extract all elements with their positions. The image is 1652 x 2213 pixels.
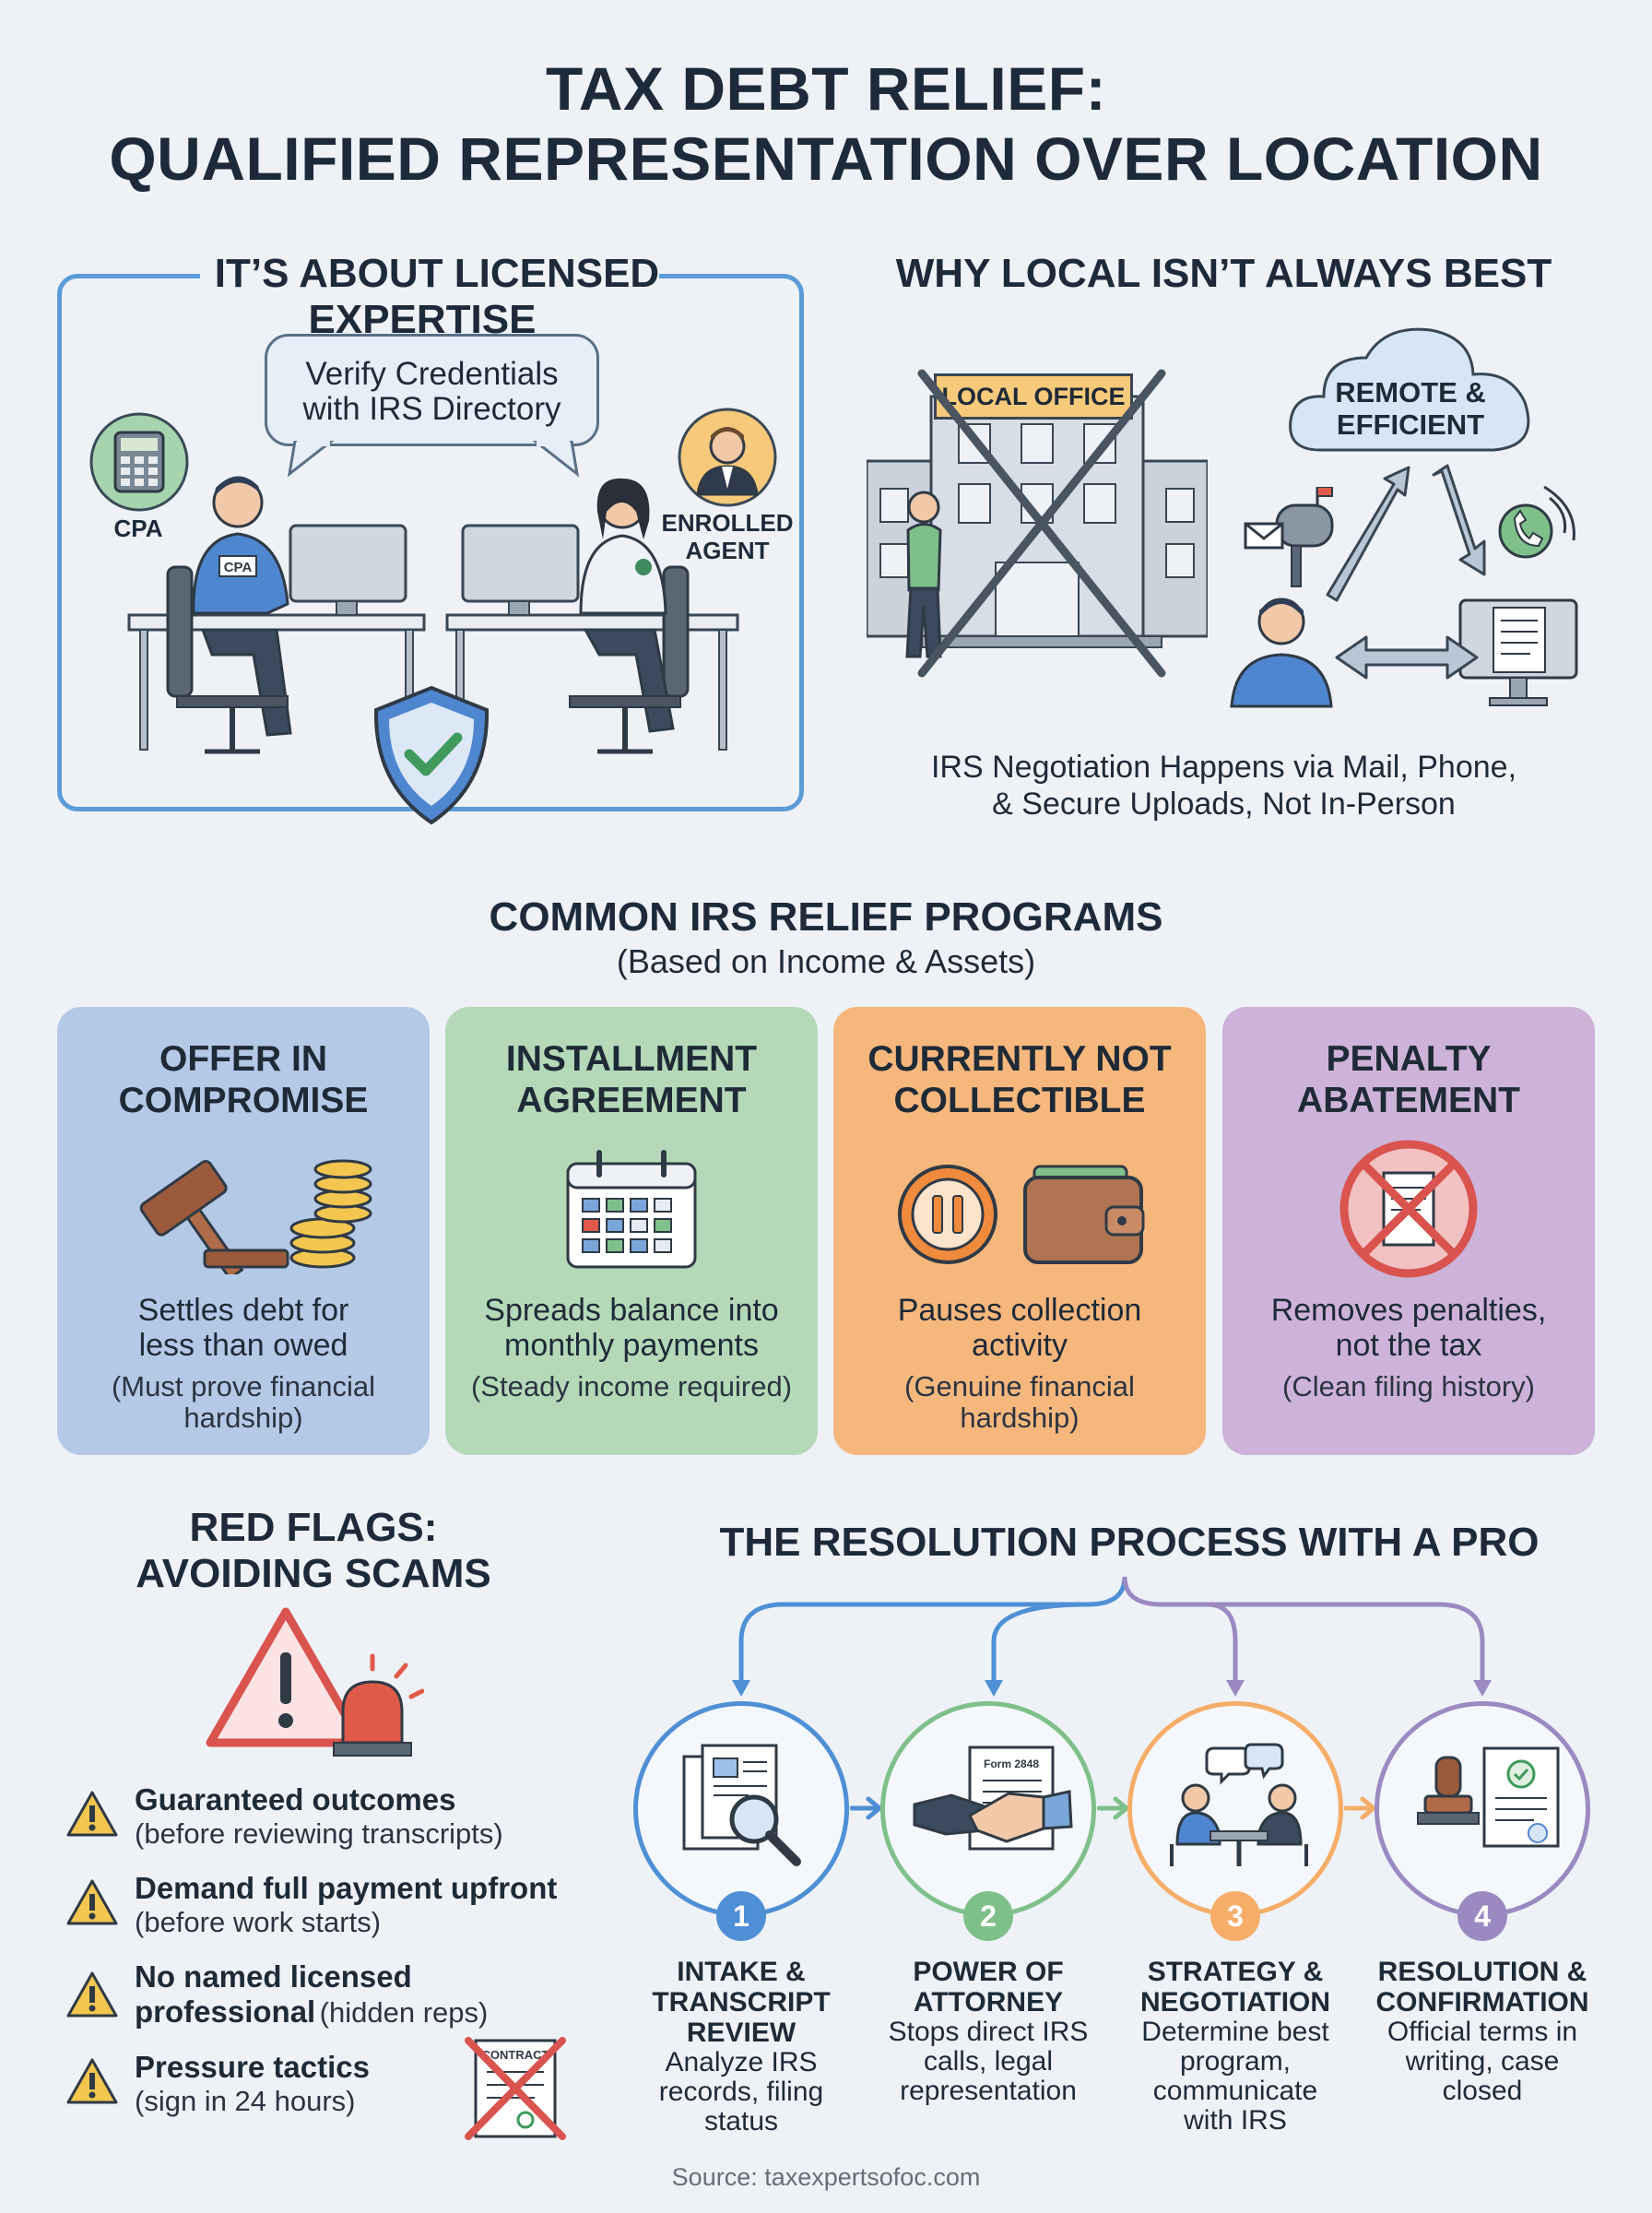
title-line-2: QUALIFIED REPRESENTATION OVER LOCATION (109, 124, 1543, 193)
source-credit: Source: taxexpertsofoc.com (671, 2163, 981, 2191)
cross-out-icon (917, 369, 1166, 678)
step-2-text: POWER OF ATTORNEY Stops direct IRS calls… (888, 1957, 1089, 2106)
local-caption: IRS Negotiation Happens via Mail, Phone,… (930, 750, 1517, 822)
programs-subheading: (Based on Income & Assets) (616, 942, 1036, 980)
computer-upload-icon (1458, 598, 1578, 706)
person-icon (1230, 598, 1333, 708)
programs-heading: COMMON IRS RELIEF PROGRAMS (489, 894, 1163, 940)
exchange-arrows (1326, 464, 1486, 680)
document-search-icon (682, 1744, 801, 1866)
agent-avatar-icon (678, 408, 777, 507)
step-3-circle (1127, 1701, 1343, 1917)
red-flag-item-2: Demand full payment upfront (before work… (135, 1871, 558, 1938)
phone-icon (1498, 485, 1575, 559)
step-4-circle (1375, 1701, 1590, 1917)
step-4-number: 4 (1457, 1891, 1507, 1941)
warning-icon (66, 1791, 118, 1837)
step-arrow (850, 1796, 883, 1820)
verify-credentials-bubble: Verify Credentials with IRS Directory (265, 334, 599, 446)
red-flag-item-4: Pressure tactics (sign in 24 hours) (135, 2050, 370, 2117)
title-line-1: TAX DEBT RELIEF: (545, 54, 1107, 123)
local-heading: WHY LOCAL ISN’T ALWAYS BEST (895, 251, 1552, 296)
warning-icon (66, 1879, 118, 1925)
step-3-number: 3 (1210, 1891, 1260, 1941)
calculator-icon (89, 412, 189, 512)
stamp-document-icon (1417, 1746, 1560, 1848)
shield-check-icon (373, 685, 490, 825)
process-heading: THE RESOLUTION PROCESS WITH A PRO (719, 1520, 1540, 1565)
gavel-coins-icon (139, 1159, 372, 1274)
step-1-text: INTAKE & TRANSCRIPT REVIEW Analyze IRS r… (652, 1957, 831, 2136)
cloud-icon (1289, 327, 1530, 452)
step-2-number: 2 (963, 1891, 1013, 1941)
mailbox-icon (1244, 487, 1334, 587)
contract-label: CONTRACT (482, 2048, 549, 2062)
warning-icon (66, 1971, 118, 2018)
local-office-sign: LOCAL OFFICE (934, 373, 1133, 420)
step-arrow (1097, 1796, 1130, 1820)
form-2848-label: Form 2848 (984, 1757, 1039, 1770)
bubble-tails (287, 441, 580, 478)
warning-siren-icon (206, 1607, 424, 1757)
calendar-icon (566, 1150, 697, 1269)
step-4-text: RESOLUTION & CONFIRMATION Official terms… (1375, 1957, 1589, 2106)
expertise-heading: IT’S ABOUT LICENSED EXPERTISE (96, 251, 763, 343)
step-3-text: STRATEGY & NEGOTIATION Determine best pr… (1139, 1957, 1331, 2136)
step-1-circle (633, 1701, 849, 1917)
page-title: TAX DEBT RELIEF: QUALIFIED REPRESENTATIO… (0, 53, 1652, 194)
remote-efficient-label: REMOTE & EFFICIENT (1335, 376, 1486, 441)
handshake-form-icon: Form 2848 (913, 1746, 1073, 1851)
step-1-number: 1 (716, 1891, 766, 1941)
cpa-label: CPA (113, 515, 163, 542)
enrolled-agent-label: ENROLLED AGENT (661, 509, 794, 564)
meeting-icon (1170, 1743, 1308, 1866)
step-arrow (1344, 1796, 1377, 1820)
pause-wallet-icon (898, 1165, 1145, 1264)
desks-illustration: CPA (127, 476, 739, 754)
contract-crossed-icon: CONTRACT (465, 2037, 566, 2140)
no-penalty-icon (1339, 1140, 1478, 1278)
process-branch-arrows (732, 1576, 1492, 1697)
warning-icon (66, 2058, 118, 2104)
red-flags-heading: RED FLAGS: AVOIDING SCAMS (136, 1505, 491, 1596)
red-flag-item-1: Guaranteed outcomes (before reviewing tr… (135, 1782, 503, 1850)
step-2-circle: Form 2848 (880, 1701, 1096, 1917)
red-flag-item-3: No named licensed professional (hidden r… (135, 1959, 489, 2029)
cpa-shirt-badge: CPA (224, 560, 253, 575)
